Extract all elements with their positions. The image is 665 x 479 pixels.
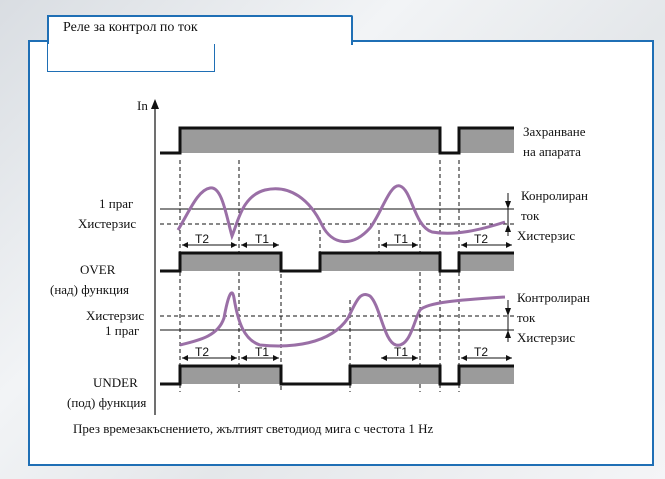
under-output-signal xyxy=(160,364,514,386)
under-timing-label-4: T2 xyxy=(474,345,488,359)
storage-label-1: Захранване xyxy=(523,124,586,139)
subtitle-box xyxy=(47,44,215,72)
supply-line xyxy=(160,126,514,155)
under-timing-label-1: T2 xyxy=(195,345,209,359)
threshold-label-top: 1 праг xyxy=(99,196,133,211)
over-output-signal xyxy=(160,251,514,273)
under-timing-label-2: T1 xyxy=(255,345,269,359)
over-label-2: (над) функция xyxy=(50,282,129,297)
under-timing-label-3: T1 xyxy=(394,345,408,359)
over-timing-label-3: T1 xyxy=(394,232,408,246)
controlled-label-top-2: ток xyxy=(521,208,540,223)
over-current-curve xyxy=(176,184,506,244)
hysteresis-right-bottom: Хистерзис xyxy=(517,330,575,345)
controlled-label-bottom-1: Контролиран xyxy=(517,290,590,305)
supply-fill-2 xyxy=(459,128,514,153)
over-timing-arrowheads xyxy=(182,242,512,248)
over-timing-label-4: T2 xyxy=(474,232,488,246)
over-label-1: OVER xyxy=(80,262,116,277)
supply-fill-1 xyxy=(180,128,440,153)
page-title: Реле за контрол по ток xyxy=(63,20,198,35)
hysteresis-label-bottom: Хистерзис xyxy=(86,308,144,323)
controlled-label-bottom-2: ток xyxy=(517,310,536,325)
timing-guides xyxy=(179,160,460,392)
y-axis-arrow xyxy=(151,99,159,109)
supply-signal xyxy=(160,126,514,155)
over-timing-label-2: T1 xyxy=(255,232,269,246)
hysteresis-label-top: Хистерзис xyxy=(78,216,136,231)
under-label-2: (под) функция xyxy=(67,395,146,410)
caption: През времезакъснението, жълтият светодио… xyxy=(73,421,434,436)
over-timing-label-1: T2 xyxy=(195,232,209,246)
title-tab xyxy=(47,15,353,45)
storage-label-2: на апарата xyxy=(523,144,581,159)
axis-label: In xyxy=(137,98,148,113)
under-timing-arrowheads xyxy=(182,355,512,361)
controlled-label-top-1: Конролиран xyxy=(521,188,588,203)
under-current-curve xyxy=(179,291,506,348)
under-label-1: UNDER xyxy=(93,375,138,390)
threshold-label-bottom: 1 праг xyxy=(105,323,139,338)
hysteresis-right-top: Хистерзис xyxy=(517,228,575,243)
